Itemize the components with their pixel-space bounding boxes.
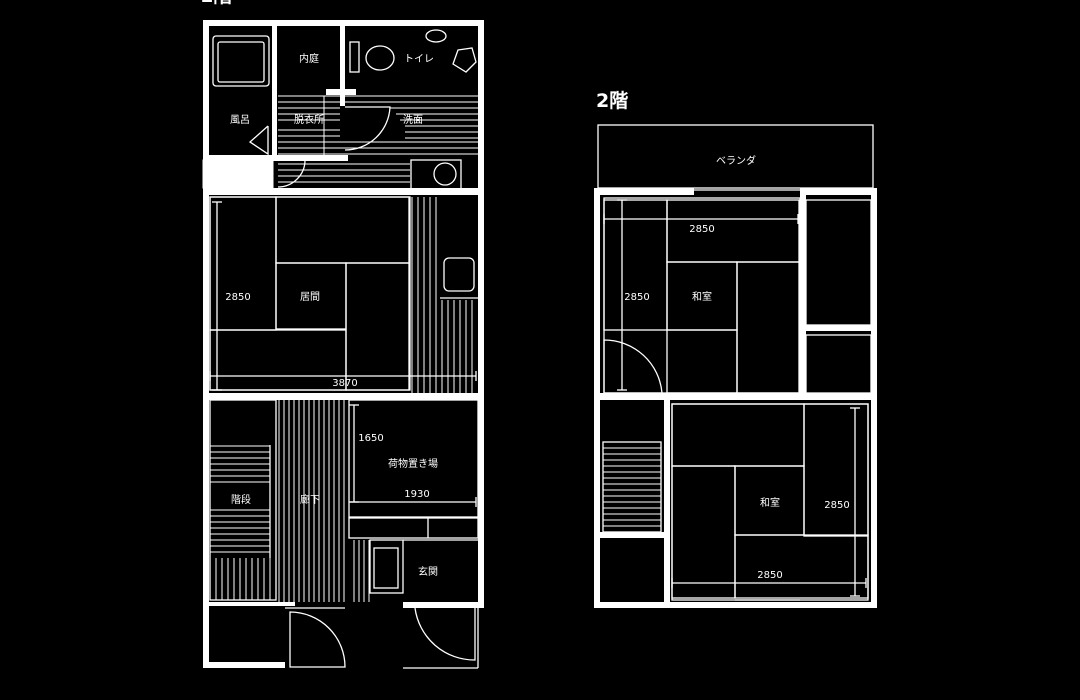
floor-1-plan xyxy=(202,20,484,669)
room-label-veranda: ベランダ xyxy=(716,154,756,167)
wall-1f-right xyxy=(478,20,484,608)
room-label-rouka: 廊下 xyxy=(300,493,320,506)
wall-1f-bottom-right xyxy=(403,602,484,608)
floor-title-1f: 1階 xyxy=(200,0,232,7)
dim-wa1-width: 2850 xyxy=(689,224,714,235)
dim-wa1-height: 2850 xyxy=(624,292,649,303)
wall-1f-left xyxy=(203,20,209,668)
room-label-furo: 風呂 xyxy=(230,114,250,126)
room-label-washitsu-upper: 和室 xyxy=(692,290,712,303)
room-label-datsuisho: 脱衣所 xyxy=(294,113,324,126)
floor-title-2f: 2階 xyxy=(596,90,628,112)
dim-nimotsu-width: 1930 xyxy=(404,489,429,500)
room-label-washitsu-lower: 和室 xyxy=(760,496,780,509)
dim-ima-width: 3870 xyxy=(332,378,357,389)
veranda-outline xyxy=(597,124,874,189)
wall-1f-bottom xyxy=(203,662,285,668)
dim-wa2-width: 2850 xyxy=(757,570,782,581)
room-label-nimotsu: 荷物置き場 xyxy=(388,457,438,470)
wall-1f-top xyxy=(203,20,484,26)
dim-ima-height: 2850 xyxy=(225,292,250,303)
wall-1f-bottom-mid xyxy=(203,602,295,606)
room-label-senmen: 洗面 xyxy=(403,114,423,126)
dim-nimotsu-height: 1650 xyxy=(358,433,383,444)
room-label-naitei: 内庭 xyxy=(299,52,319,65)
room-label-ima: 居間 xyxy=(300,291,320,303)
room-label-toilet: トイレ xyxy=(404,54,434,65)
room-label-kaidan: 階段 xyxy=(231,493,251,506)
dim-wa2-height: 2850 xyxy=(824,500,849,511)
room-label-genkan: 玄関 xyxy=(418,565,438,578)
floor-2-plan xyxy=(594,124,877,608)
